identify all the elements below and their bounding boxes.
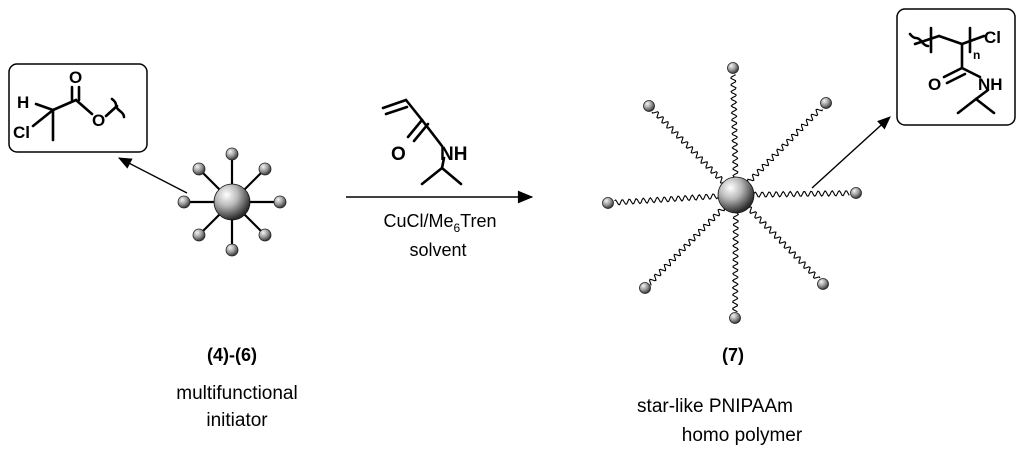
- monomer-vinyl-a: [381, 98, 408, 110]
- chain-bond-2: [937, 34, 964, 46]
- monomer-n-ch: [440, 156, 446, 170]
- monomer-c-c: [404, 98, 424, 122]
- arrow-to-product-inset: [811, 116, 891, 189]
- initiator-arm-ends: [177, 147, 287, 257]
- chain-wavy: [908, 32, 930, 48]
- polymer-arm: [614, 193, 721, 206]
- product-repeat-n: n: [973, 48, 980, 62]
- side-ipr-b: [974, 97, 996, 115]
- monomer-ipr-b: [440, 166, 463, 186]
- product-label: (7): [722, 345, 744, 365]
- polymer-arm-end: [643, 100, 655, 112]
- side-ipr-a: [956, 97, 978, 115]
- initiator-caption-line2: initiator: [206, 410, 268, 431]
- product-atom-cl: Cl: [984, 28, 1001, 47]
- chain-bond-3: [960, 34, 986, 46]
- product-core-sphere: [717, 176, 755, 214]
- initiator-caption-line1: multifunctional: [176, 383, 297, 404]
- initiator-inset-box: [8, 63, 148, 153]
- side-co-b: [945, 72, 967, 85]
- attachment-wavy: [110, 97, 126, 119]
- solvent-label: solvent: [409, 240, 466, 260]
- polymer-arm-end: [850, 187, 862, 199]
- chain-bond-1: [913, 34, 941, 46]
- product-inset-box: [896, 8, 1016, 126]
- bond-o-link: [104, 104, 119, 118]
- polymer-arm-end: [817, 278, 829, 290]
- initiator-star: [177, 147, 287, 257]
- side-n-ch: [974, 88, 990, 101]
- bond-ch: [34, 102, 55, 112]
- product-star: [602, 62, 862, 324]
- bond-co-ester: [74, 98, 94, 116]
- initiator-label: (4)-(6): [207, 345, 257, 365]
- monomer-vinyl-b: [384, 105, 409, 116]
- polymer-arm: [731, 210, 740, 313]
- polymer-arm: [730, 74, 739, 180]
- product-caption-line2: homo polymer: [682, 425, 803, 446]
- polymer-arm: [745, 206, 821, 279]
- arrow-to-initiator-inset: [118, 157, 188, 194]
- product-caption-line1: star-like PNIPAAm: [637, 396, 793, 417]
- product-arms: [614, 74, 850, 313]
- product-atom-o: O: [928, 75, 941, 94]
- polymer-arm: [649, 204, 726, 286]
- product-arm-ends: [602, 62, 862, 324]
- polymer-arm: [751, 189, 850, 198]
- bond-ccl: [31, 108, 55, 128]
- atom-o-ester: O: [92, 111, 105, 130]
- side-co-a: [942, 66, 964, 79]
- product-inset: Cl n O NH: [896, 8, 1016, 126]
- side-cn: [960, 66, 982, 79]
- polymer-arm-end: [727, 62, 739, 74]
- initiator-core-sphere: [213, 183, 251, 221]
- polymer-arm-end: [729, 312, 741, 324]
- polymer-arm-end: [639, 282, 651, 294]
- initiator-inset: H Cl O O: [8, 63, 148, 153]
- monomer-structure: O NH: [381, 98, 467, 186]
- product-atom-nh: NH: [978, 75, 1003, 94]
- monomer-ipr-a: [420, 166, 444, 186]
- monomer-atom-o: O: [391, 144, 406, 165]
- monomer-c-n: [420, 118, 444, 148]
- polymer-arm-end: [820, 97, 832, 109]
- catalyst-label: CuCl/Me6Tren: [383, 211, 496, 235]
- atom-h: H: [17, 93, 29, 112]
- monomer-atom-nh: NH: [440, 144, 467, 165]
- atom-cl: Cl: [13, 123, 30, 142]
- bond-cc: [51, 98, 78, 112]
- polymer-arm: [651, 111, 727, 184]
- polymer-arm: [746, 108, 823, 186]
- atom-o-carbonyl: O: [69, 68, 82, 87]
- polymer-arm-end: [602, 197, 614, 209]
- monomer-co-a: [406, 118, 424, 139]
